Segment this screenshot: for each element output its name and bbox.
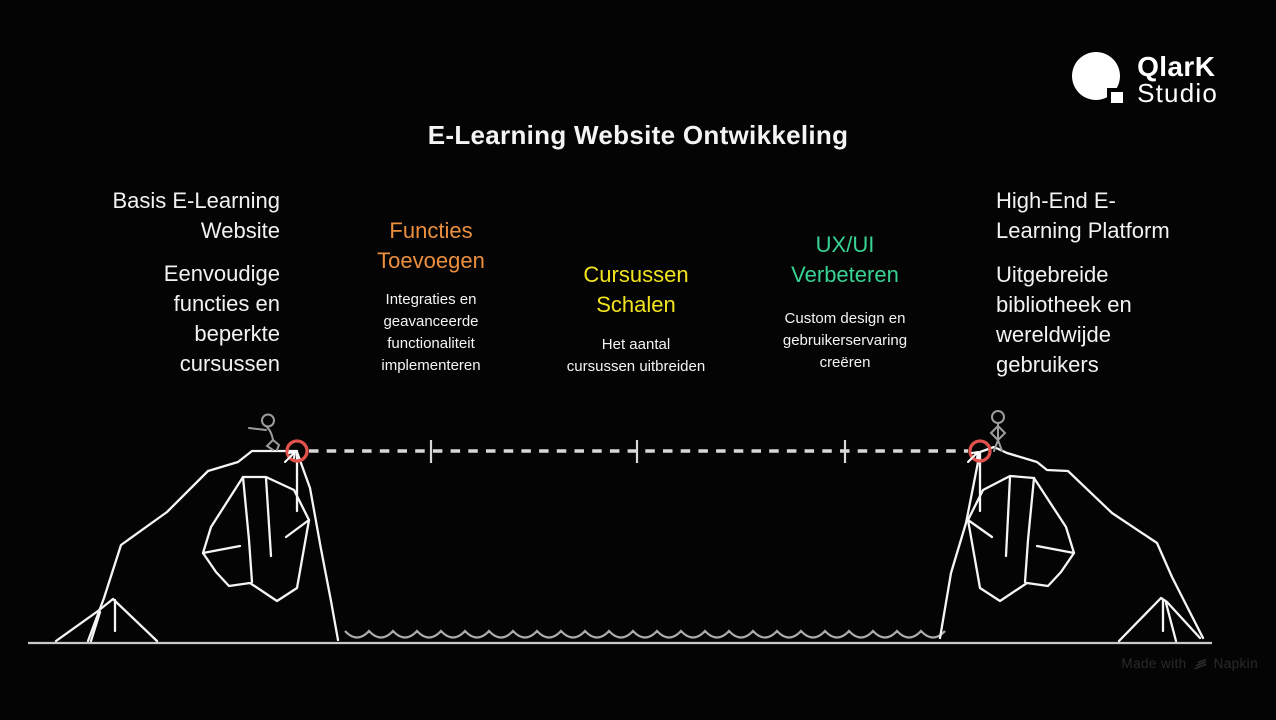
stage-title: Functies Toevoegen bbox=[377, 218, 485, 273]
watermark-brand: Napkin bbox=[1213, 656, 1258, 671]
watermark-prefix: Made with bbox=[1121, 656, 1187, 671]
stage-title: Basis E-Learning Website bbox=[112, 188, 280, 243]
stage-functies-toevoegen: Functies Toevoegen Integraties en geavan… bbox=[346, 216, 516, 377]
napkin-logo-icon bbox=[1193, 658, 1206, 669]
stage-title: Cursussen Schalen bbox=[583, 262, 689, 317]
stage-description: Uitgebreide bibliotheek en wereldwijde g… bbox=[996, 262, 1132, 377]
brand-logo: QlarK Studio bbox=[1071, 50, 1218, 108]
cursor-arrow-icon bbox=[284, 451, 296, 463]
right-boulder bbox=[966, 474, 1076, 603]
stage-end: High-End E- Learning Platform Uitgebreid… bbox=[996, 186, 1206, 380]
journey-dashed-line bbox=[309, 440, 968, 463]
stage-title: UX/UI Verbeteren bbox=[791, 232, 899, 287]
stage-start: Basis E-Learning Website Eenvoudige func… bbox=[20, 186, 280, 379]
stage-description: Integraties en geavanceerde functionalit… bbox=[381, 291, 481, 374]
standing-stick-figure bbox=[989, 410, 1007, 452]
right-mountain bbox=[938, 445, 1205, 643]
stage-title: High-End E- Learning Platform bbox=[996, 188, 1170, 243]
stage-ux-ui-verbeteren: UX/UI Verbeteren Custom design en gebrui… bbox=[760, 230, 930, 374]
cursor-arrow-icon bbox=[967, 451, 979, 463]
start-marker bbox=[284, 439, 309, 463]
stage-description: Eenvoudige functies en beperkte cursusse… bbox=[163, 261, 280, 376]
left-mountain bbox=[54, 449, 340, 643]
stage-cursussen-schalen: Cursussen Schalen Het aantal cursussen u… bbox=[536, 260, 736, 378]
end-marker bbox=[967, 439, 992, 463]
circle-square-mark-icon bbox=[1072, 52, 1128, 107]
left-boulder bbox=[201, 475, 311, 603]
stage-description: Het aantal cursussen uitbreiden bbox=[566, 336, 706, 375]
watermark: Made with Napkin bbox=[1121, 656, 1258, 671]
stage-description: Custom design en gebruikerservaring creë… bbox=[782, 310, 908, 371]
page-title: E-Learning Website Ontwikkeling bbox=[427, 120, 849, 150]
brand-text: QlarK Studio bbox=[1137, 50, 1218, 108]
water-wave-line bbox=[344, 629, 946, 639]
brand-suffix: Studio bbox=[1137, 77, 1218, 108]
sitting-stick-figure bbox=[248, 413, 281, 451]
brand-name: QlarK bbox=[1137, 50, 1216, 82]
